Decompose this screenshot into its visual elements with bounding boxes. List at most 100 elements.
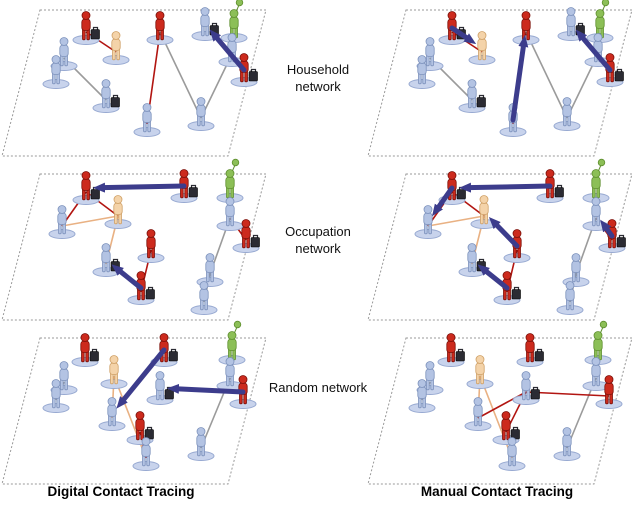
person-body [141, 444, 151, 457]
briefcase-handle [478, 258, 485, 262]
node-base-ellipse [98, 421, 126, 431]
person-head [595, 9, 605, 18]
person-head [447, 171, 457, 180]
person-head [571, 253, 581, 262]
person-head [111, 31, 121, 40]
person-blue [553, 97, 581, 131]
person-green-balloon [582, 158, 610, 203]
person-head [179, 169, 189, 178]
person-red-briefcase [126, 411, 154, 445]
person-head [51, 379, 61, 388]
node-base-ellipse [468, 55, 496, 65]
row-label-random: Random network [268, 380, 368, 395]
node-base-ellipse [556, 305, 584, 315]
person-head [501, 411, 511, 420]
person-blue [414, 205, 442, 239]
person-head [155, 11, 165, 20]
person-body [425, 368, 435, 381]
contact-edge-orange [61, 215, 119, 227]
briefcase-icon [250, 237, 260, 248]
briefcase-handle [536, 348, 543, 352]
person-head [80, 333, 90, 342]
person-red [146, 11, 174, 45]
briefcase-icon [145, 289, 155, 300]
briefcase-handle [91, 348, 98, 352]
person-head [225, 169, 235, 178]
node-base-ellipse [499, 127, 527, 137]
person-head [502, 271, 512, 280]
balloon-icon [601, 0, 610, 7]
person-blue [582, 357, 610, 391]
briefcase-icon [530, 389, 540, 400]
node-base-ellipse [102, 55, 130, 65]
person-body [146, 236, 156, 249]
node-base-ellipse [466, 379, 494, 389]
person-head [196, 97, 206, 106]
person-body [109, 362, 119, 375]
node-base-ellipse [408, 79, 436, 89]
person-head [562, 427, 572, 436]
person-head [59, 37, 69, 46]
briefcase-icon [554, 187, 564, 198]
briefcase-icon [455, 351, 465, 362]
node-base-ellipse [42, 79, 70, 89]
contact-edge-red [525, 391, 610, 397]
person-body [593, 338, 603, 351]
network-plane [1, 9, 267, 157]
person-blue [132, 437, 160, 471]
person-blue [216, 357, 244, 391]
person-head [113, 195, 123, 204]
contact-edge-orange [427, 215, 485, 227]
person-body [241, 226, 251, 239]
person-body [417, 386, 427, 399]
person-body [59, 368, 69, 381]
person-body [521, 18, 531, 31]
person-body [591, 176, 601, 189]
person-blue [133, 103, 161, 137]
person-body [566, 14, 576, 27]
person-body [199, 288, 209, 301]
row-label-household: Household network [286, 62, 350, 94]
person-body [59, 44, 69, 57]
caption-manual-contact-tracing: Manual Contact Tracing [420, 484, 574, 499]
person-body [591, 204, 601, 217]
node-base-ellipse [146, 35, 174, 45]
briefcase-icon [168, 351, 178, 362]
person-head [81, 171, 91, 180]
briefcase-icon [90, 189, 100, 200]
briefcase-handle [513, 286, 520, 290]
person-blue [553, 427, 581, 461]
contact-edge-gray [159, 31, 202, 119]
tracing-arrow [92, 182, 187, 193]
person-body [200, 14, 210, 27]
node-base-ellipse [132, 461, 160, 471]
person-head [447, 11, 457, 20]
panel-digital-occupation-network [1, 158, 267, 321]
person-head [227, 33, 237, 42]
briefcase-icon [476, 97, 486, 108]
person-body [101, 250, 111, 263]
contact-edge-gray [525, 31, 568, 119]
person-head [446, 333, 456, 342]
row-label-occupation: Occupation network [285, 224, 351, 256]
panel-manual-random-network [367, 320, 633, 485]
person-red [595, 375, 623, 409]
person-blue-briefcase [512, 371, 540, 405]
balloon-icon [597, 158, 606, 167]
person-blue-briefcase [146, 371, 174, 405]
person-head [565, 281, 575, 290]
briefcase-icon [90, 29, 100, 40]
person-head [205, 253, 215, 262]
briefcase-handle [147, 286, 154, 290]
person-head [155, 371, 165, 380]
tracing-arrow [458, 182, 553, 193]
person-head [591, 169, 601, 178]
node-base-ellipse [100, 379, 128, 389]
briefcase-icon [164, 389, 174, 400]
tracing-arrow [166, 383, 246, 395]
briefcase-handle [532, 386, 539, 390]
person-head [51, 55, 61, 64]
person-tan [102, 31, 130, 65]
person-head [146, 229, 156, 238]
person-body [51, 62, 61, 75]
